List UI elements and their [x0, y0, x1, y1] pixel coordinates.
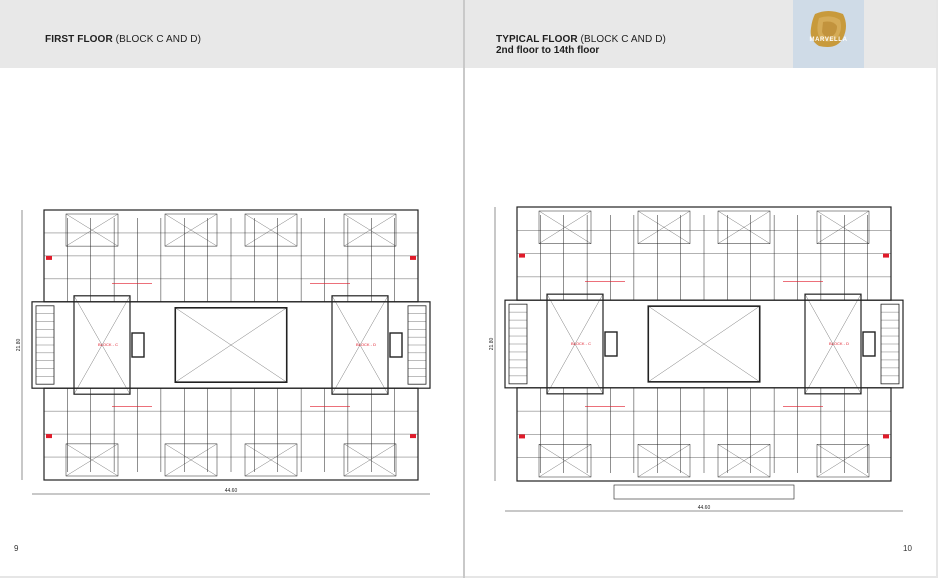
balcony-outline — [816, 444, 870, 478]
right-page-header: TYPICAL FLOOR (BLOCK C AND D) 2nd floor … — [465, 0, 936, 68]
left-title-bold: FIRST FLOOR — [45, 34, 113, 45]
red-marker — [410, 434, 416, 439]
red-marker — [519, 253, 525, 258]
balcony-cross — [538, 210, 592, 244]
right-page-number: 10 — [903, 544, 912, 553]
lift-shaft — [604, 331, 618, 357]
right-title-bold: TYPICAL FLOOR — [496, 34, 578, 45]
core-cross — [804, 294, 862, 394]
lobby-cross — [175, 307, 287, 383]
left-title-rest: (BLOCK C AND D) — [112, 34, 202, 45]
lift-shaft — [131, 332, 145, 358]
central-lobby — [174, 307, 288, 384]
balcony-cross — [637, 210, 691, 244]
block-core — [331, 295, 389, 395]
marvella-logo: MARVELLA — [793, 0, 864, 68]
balcony-outline — [538, 444, 592, 478]
block-label: BLOCK - D — [356, 342, 376, 347]
balcony-outline — [717, 444, 771, 478]
bottom-terrace — [613, 484, 795, 500]
height-dimension-label: 21.80 — [489, 338, 495, 351]
red-marker — [883, 434, 889, 439]
lobby-cross — [648, 306, 760, 382]
right-page: TYPICAL FLOOR (BLOCK C AND D) 2nd floor … — [465, 0, 936, 576]
central-lobby — [647, 305, 761, 383]
left-page-header: FIRST FLOOR (BLOCK C AND D) — [0, 0, 463, 68]
left-page-title: FIRST FLOOR (BLOCK C AND D) — [45, 34, 201, 45]
typical-floor-plan: 44.60 21.80 BLOCK - C BLOCK - D — [489, 206, 904, 512]
block-core — [804, 293, 862, 395]
balcony-outline — [816, 210, 870, 244]
balcony-cross — [65, 213, 119, 247]
core-cross — [73, 295, 131, 395]
balcony-outline — [244, 213, 298, 247]
balcony-cross — [244, 443, 298, 477]
balcony-outline — [343, 213, 397, 247]
red-marker — [410, 255, 416, 260]
red-marker — [46, 434, 52, 439]
red-marker — [519, 434, 525, 439]
balcony-cross — [164, 213, 218, 247]
left-page-number: 9 — [14, 544, 19, 553]
block-core — [546, 293, 604, 395]
block-label: BLOCK - C — [571, 341, 591, 346]
width-dimension-label: 44.60 — [225, 488, 238, 494]
balcony-cross — [717, 444, 771, 478]
balcony-outline — [164, 443, 218, 477]
balcony-cross — [343, 213, 397, 247]
balcony-outline — [637, 210, 691, 244]
balcony-outline — [244, 443, 298, 477]
red-marker — [46, 255, 52, 260]
balcony-outline — [343, 443, 397, 477]
balcony-outline — [538, 210, 592, 244]
height-dimension-label: 21.80 — [16, 339, 22, 352]
balcony-cross — [637, 444, 691, 478]
balcony-outline — [65, 443, 119, 477]
first-floor-plan: 44.60 21.80 BLOCK - C BLOCK - D — [16, 209, 431, 495]
balcony-outline — [164, 213, 218, 247]
balcony-cross — [164, 443, 218, 477]
balcony-cross — [717, 210, 771, 244]
balcony-cross — [244, 213, 298, 247]
core-cross — [331, 295, 389, 395]
right-page-title: TYPICAL FLOOR (BLOCK C AND D) — [496, 34, 666, 45]
block-label: BLOCK - D — [829, 341, 849, 346]
core-cross — [546, 294, 604, 394]
book-gutter — [463, 0, 465, 578]
balcony-cross — [816, 444, 870, 478]
balcony-cross — [343, 443, 397, 477]
right-title-rest: (BLOCK C AND D) — [577, 34, 666, 45]
lift-shaft — [862, 331, 876, 357]
balcony-cross — [816, 210, 870, 244]
block-core — [73, 295, 131, 395]
logo-emblem-icon — [810, 11, 846, 47]
balcony-outline — [637, 444, 691, 478]
balcony-outline — [717, 210, 771, 244]
block-label: BLOCK - C — [98, 342, 118, 347]
right-page-subtitle: 2nd floor to 14th floor — [496, 45, 600, 56]
left-page: FIRST FLOOR (BLOCK C AND D) 44.60 21.80 BL… — [0, 0, 463, 576]
balcony-cross — [538, 444, 592, 478]
balcony-cross — [65, 443, 119, 477]
width-dimension-label: 44.60 — [698, 505, 711, 511]
logo-text: MARVELLA — [809, 37, 848, 43]
lift-shaft — [389, 332, 403, 358]
red-marker — [883, 253, 889, 258]
balcony-outline — [65, 213, 119, 247]
